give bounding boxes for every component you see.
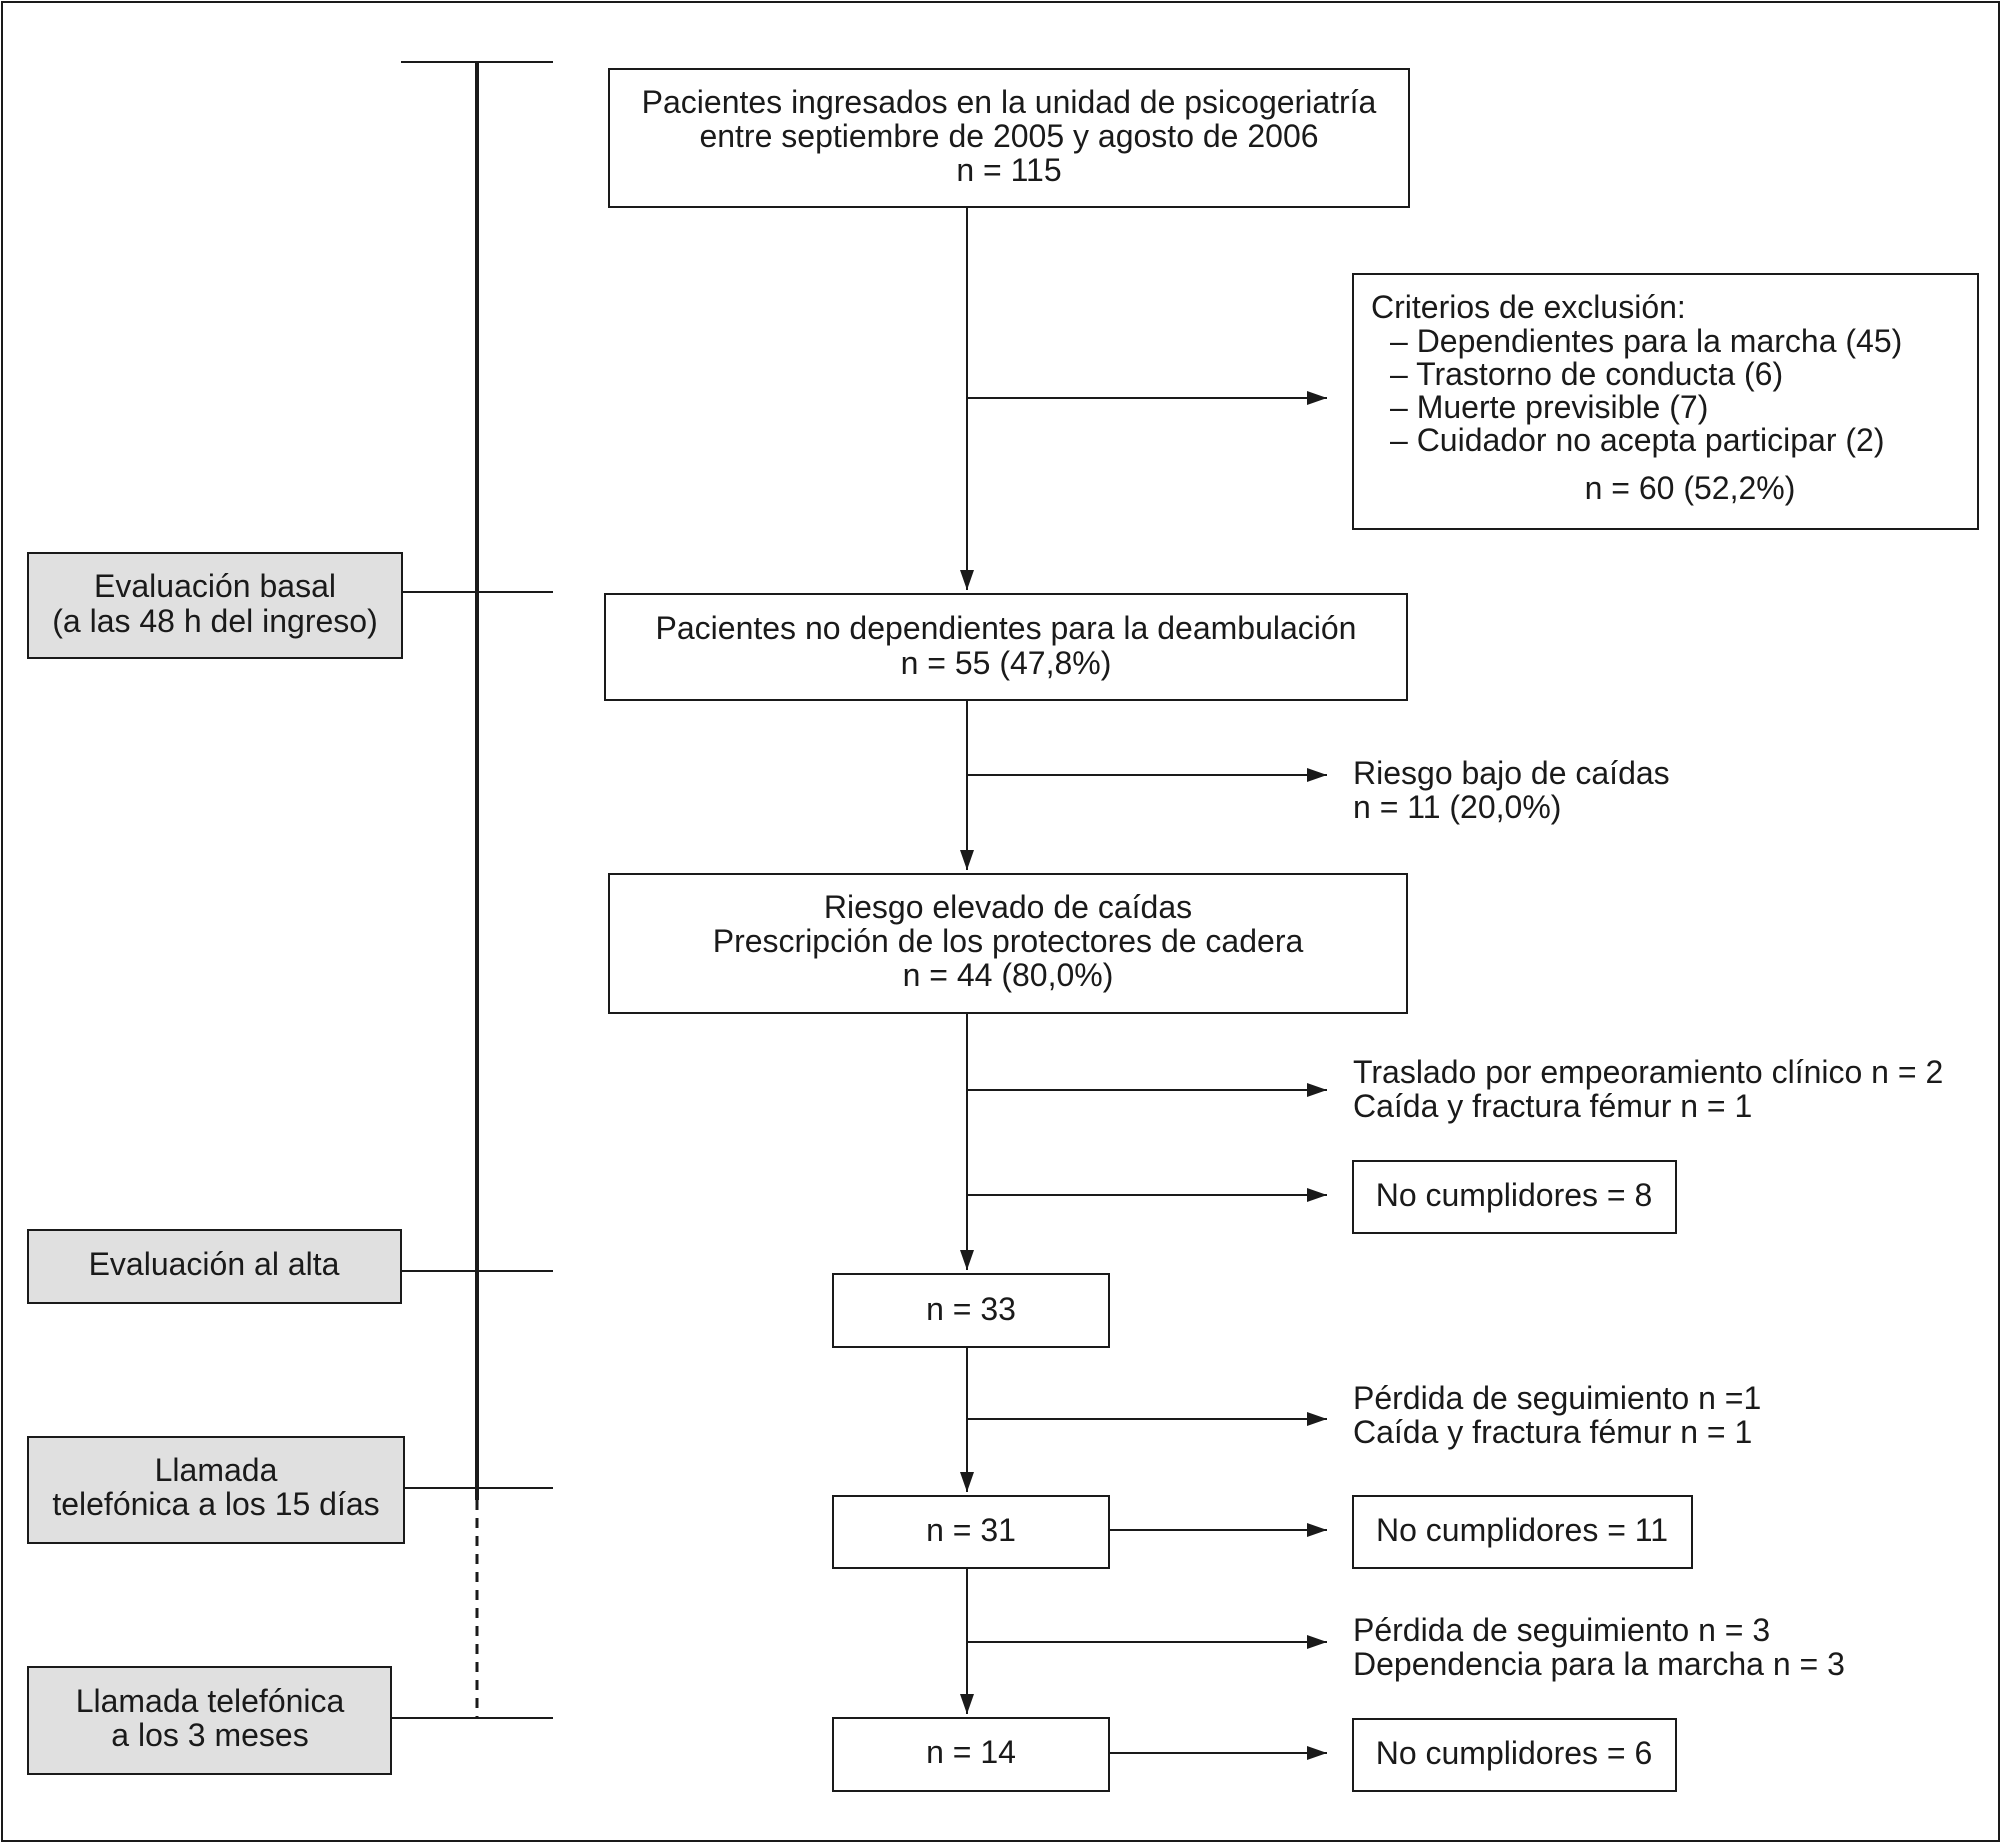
n14-label: n = 14 (926, 1734, 1016, 1770)
noncompliant-2-label: No cumplidores = 11 (1376, 1512, 1668, 1548)
timeline-box-call15: Llamada telefónica a los 15 días (27, 1436, 405, 1544)
label-losses-1: Traslado por empeoramiento clínico n = 2… (1353, 1054, 1943, 1124)
label-losses-2: Pérdida de seguimiento n =1 Caída y frac… (1353, 1380, 1761, 1450)
n31-label: n = 31 (926, 1512, 1016, 1548)
n33-label: n = 33 (926, 1291, 1016, 1327)
timeline-call15-line-2: telefónica a los 15 días (52, 1486, 379, 1522)
admitted-line-1: Pacientes ingresados en la unidad de psi… (642, 84, 1377, 120)
exclusion-title: Criterios de exclusión: (1371, 289, 1686, 325)
box-admitted: Pacientes ingresados en la unidad de psi… (608, 68, 1410, 208)
losses-2-line-1: Pérdida de seguimiento n =1 (1353, 1380, 1761, 1416)
box-noncompliant-2: No cumplidores = 11 (1352, 1495, 1693, 1569)
high-risk-line-1: Riesgo elevado de caídas (824, 889, 1192, 925)
box-n33: n = 33 (832, 1273, 1110, 1348)
exclusion-item: – Dependientes para la marcha (45) (1390, 323, 1902, 359)
timeline (391, 61, 553, 1719)
timeline-call3m-line-2: a los 3 meses (111, 1717, 308, 1753)
low-risk-n: n = 11 (20,0%) (1353, 789, 1561, 825)
connectors (960, 207, 1327, 1760)
non-dependent-n: n = 55 (47,8%) (901, 645, 1112, 681)
exclusion-item: – Muerte previsible (7) (1390, 389, 1708, 425)
box-noncompliant-1: No cumplidores = 8 (1352, 1160, 1677, 1234)
timeline-baseline-line-1: Evaluación basal (94, 568, 336, 604)
box-exclusion-criteria: Criterios de exclusión: – Dependientes p… (1352, 273, 1979, 530)
non-dependent-line-1: Pacientes no dependientes para la deambu… (656, 610, 1357, 646)
noncompliant-1-label: No cumplidores = 8 (1376, 1177, 1653, 1213)
noncompliant-3-label: No cumplidores = 6 (1376, 1735, 1653, 1771)
losses-3-line-2: Dependencia para la marcha n = 3 (1353, 1646, 1845, 1682)
admitted-n: n = 115 (956, 152, 1061, 188)
exclusion-item: – Cuidador no acepta participar (2) (1390, 422, 1885, 458)
timeline-box-call3m: Llamada telefónica a los 3 meses (27, 1666, 392, 1775)
losses-2-line-2: Caída y fractura fémur n = 1 (1353, 1414, 1752, 1450)
exclusion-total: n = 60 (52,2%) (1585, 470, 1796, 506)
high-risk-line-2: Prescripción de los protectores de cader… (713, 923, 1304, 959)
losses-3-line-1: Pérdida de seguimiento n = 3 (1353, 1612, 1770, 1648)
admitted-line-2: entre septiembre de 2005 y agosto de 200… (699, 118, 1318, 154)
box-n14: n = 14 (832, 1717, 1110, 1792)
low-risk-line-1: Riesgo bajo de caídas (1353, 755, 1670, 791)
timeline-box-discharge: Evaluación al alta (27, 1229, 402, 1304)
timeline-discharge-line-1: Evaluación al alta (89, 1246, 340, 1282)
label-losses-3: Pérdida de seguimiento n = 3 Dependencia… (1353, 1612, 1845, 1682)
box-n31: n = 31 (832, 1495, 1110, 1569)
timeline-baseline-line-2: (a las 48 h del ingreso) (52, 603, 378, 639)
losses-1-line-2: Caída y fractura fémur n = 1 (1353, 1088, 1752, 1124)
box-noncompliant-3: No cumplidores = 6 (1352, 1718, 1677, 1792)
box-high-risk: Riesgo elevado de caídas Prescripción de… (608, 873, 1408, 1014)
exclusion-item: – Trastorno de conducta (6) (1390, 356, 1783, 392)
timeline-box-baseline: Evaluación basal (a las 48 h del ingreso… (27, 552, 403, 659)
box-non-dependent: Pacientes no dependientes para la deambu… (604, 593, 1408, 701)
losses-1-line-1: Traslado por empeoramiento clínico n = 2 (1353, 1054, 1943, 1090)
timeline-call3m-line-1: Llamada telefónica (76, 1683, 345, 1719)
high-risk-n: n = 44 (80,0%) (903, 957, 1114, 993)
timeline-call15-line-1: Llamada (155, 1452, 278, 1488)
label-low-risk: Riesgo bajo de caídas n = 11 (20,0%) (1353, 755, 1670, 825)
